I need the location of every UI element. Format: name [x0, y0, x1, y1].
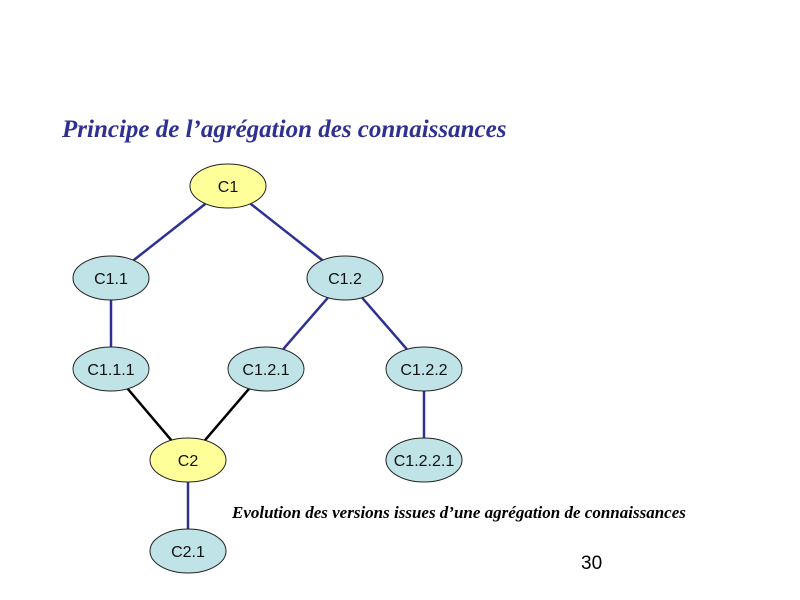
node-c1: C1: [189, 163, 267, 209]
node-label: C1.2.1: [242, 362, 289, 379]
node-label: C1.2.2.1: [394, 453, 455, 470]
node-label: C1.1.1: [87, 362, 134, 379]
edge-c1-to-c1-2: [249, 202, 324, 262]
node-label: C1: [218, 179, 239, 196]
edge-c1-to-c1-1: [132, 202, 207, 262]
edge-c1-2-1-to-c2: [203, 387, 251, 442]
node-shape: [189, 163, 267, 209]
node-label: C2: [178, 453, 199, 470]
edges-layer: [109, 202, 426, 529]
node-shape: [385, 346, 463, 392]
slide-title: Principe de l’agrégation des connaissanc…: [62, 116, 507, 143]
edge-c1-2-to-c1-2-1: [282, 296, 329, 351]
page-number: 30: [581, 553, 603, 574]
node-shape: [72, 255, 150, 301]
edge-c1-1-1-to-c2: [126, 387, 173, 442]
node-label: C1.1: [94, 271, 128, 288]
diagram-caption: Evolution des versions issues d’une agré…: [232, 503, 686, 522]
node-shape: [149, 437, 227, 483]
edge-c1-2-to-c1-2-2: [361, 296, 408, 351]
node-label: C2.1: [171, 544, 205, 561]
node-c1-1: C1.1: [72, 255, 150, 301]
node-c1-2-2: C1.2.2: [385, 346, 463, 392]
node-c1-2: C1.2: [306, 255, 384, 301]
node-shape: [385, 437, 463, 483]
node-label: C1.2: [328, 271, 362, 288]
node-label: C1.2.2: [400, 362, 447, 379]
node-c1-2-1: C1.2.1: [227, 346, 305, 392]
node-shape: [306, 255, 384, 301]
node-c1-2-2-1: C1.2.2.1: [385, 437, 463, 483]
node-c2-1: C2.1: [149, 528, 227, 574]
node-c2: C2: [149, 437, 227, 483]
node-shape: [149, 528, 227, 574]
node-shape: [72, 346, 150, 392]
node-shape: [227, 346, 305, 392]
node-c1-1-1: C1.1.1: [72, 346, 150, 392]
